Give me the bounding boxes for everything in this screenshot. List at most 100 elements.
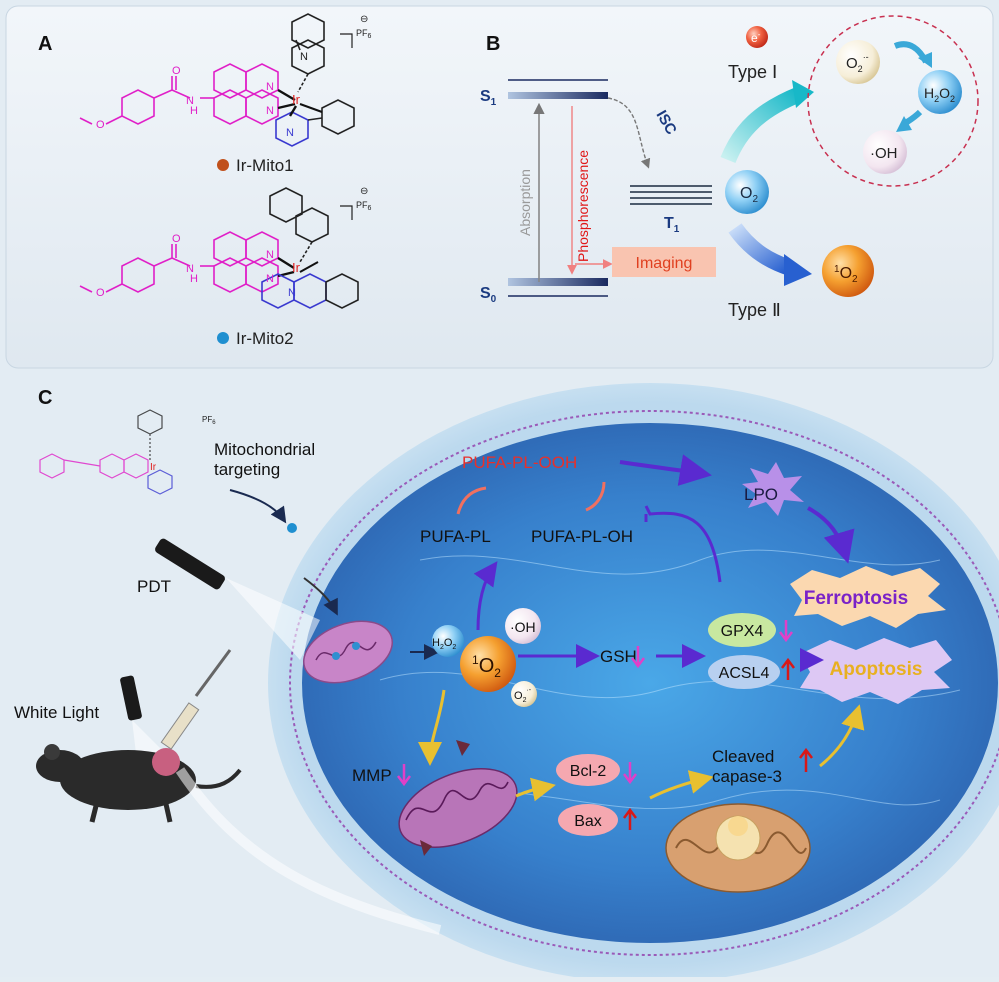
superoxide-sphere (836, 40, 880, 84)
panel-a-label: A (38, 33, 52, 55)
mito-to-bcl2-arrow (515, 777, 556, 802)
cleaved-line2: capase-3 (712, 767, 782, 786)
ooh-to-oh-arrow (585, 481, 606, 512)
bcl2-label: Bcl-2 (570, 763, 607, 780)
s0-level (508, 278, 608, 286)
cleaved-line1: Cleaved (712, 747, 774, 766)
panel-b-label: B (486, 33, 500, 55)
type2-arrow-head (784, 254, 812, 286)
white-light-label: White Light (14, 703, 99, 722)
nucleus-er-icon (665, 803, 811, 893)
type1-ros-circle (807, 15, 979, 187)
ooh-to-lpo-arrow (619, 454, 712, 486)
mmp-down-arrow (397, 764, 411, 787)
lpo-burst (742, 462, 804, 516)
bax-label: Bax (574, 813, 602, 830)
o2-sphere (725, 170, 769, 214)
ir1-o-carbonyl: O (172, 65, 181, 77)
gpx4-inhibition-line (644, 505, 722, 583)
pufa-pl-ooh-label: PUFA-PL-OOH (462, 453, 577, 472)
ir2-bracket (340, 205, 353, 220)
ir1-n-amide: N (186, 95, 194, 107)
superoxide-label: O2·- (846, 52, 869, 74)
caspase-up-arrow (799, 747, 813, 772)
gsh-label: GSH (600, 647, 637, 666)
targeting-arrow (229, 489, 287, 524)
ir2-pf6: PF6 (356, 200, 372, 212)
bcl2-bubble (556, 754, 620, 786)
ir2-n-phen2: N (266, 273, 274, 285)
caspase-to-apoptosis-arrow (819, 704, 865, 768)
free-ir-metal: Ir (150, 462, 157, 473)
bcl2-down-arrow (623, 762, 637, 785)
gsh-down-arrow (631, 646, 645, 669)
type1-arrow (720, 86, 804, 164)
s0-label: S0 (480, 285, 497, 305)
ros-to-pufa-arrow (473, 561, 498, 631)
s1-level (508, 92, 608, 99)
type2-label: Type Ⅱ (728, 300, 781, 320)
ir1-bracket (340, 33, 353, 48)
gpx4-down-arrow (779, 620, 793, 643)
h2o2-sphere (918, 70, 962, 114)
ir2-n-amide: N (186, 263, 194, 275)
o2-label: O2 (740, 185, 758, 205)
cell-singlet-oxygen-sphere (460, 636, 516, 692)
bax-bubble (558, 804, 618, 836)
s1-label: S1 (480, 88, 497, 108)
ir1-n-phen2: N (266, 105, 274, 117)
ir2-n-phen1: N (266, 249, 274, 261)
ir1-h-amide: H (190, 105, 198, 117)
ir-mito1-structure (79, 13, 355, 147)
cell-membrane-inner-line (289, 410, 999, 956)
ir1-n-top: N (300, 51, 308, 63)
ir2-n-blue: N (288, 287, 296, 299)
ir1-n-phen1: N (266, 81, 274, 93)
singlet-oxygen-sphere (822, 245, 874, 297)
ir1-o-methoxy: O (96, 119, 105, 131)
isc-arrow (607, 97, 651, 169)
ir-mito2-dot (217, 332, 229, 344)
cellular-mitochondrion-icon (302, 620, 394, 684)
damaged-mitochondrion-icon (398, 740, 518, 856)
panel-c-label: C (38, 387, 52, 409)
beam-to-cell (175, 767, 442, 935)
h2o2-label: H2O2 (924, 85, 955, 104)
pdt-flashlight-icon (155, 538, 320, 660)
ir1-pf6: PF6 (356, 28, 372, 40)
lpo-to-ferroptosis-arrow (807, 506, 855, 564)
pdt-label: PDT (137, 577, 171, 596)
bax-to-caspase-arrow (649, 770, 714, 800)
syringe-icon (160, 649, 232, 750)
ir-mito1-label: Ir-Mito1 (236, 156, 294, 175)
h2o2-to-hydroxyl-head (896, 116, 912, 132)
ir2-metal: Ir (292, 260, 301, 275)
bax-up-arrow (623, 807, 637, 830)
ir2-charge: ⊖ (360, 186, 368, 197)
hydroxyl-label: ·OH (870, 145, 898, 162)
acsl4-bubble (708, 655, 780, 689)
light-arrow (303, 577, 338, 616)
apoptosis-label: Apoptosis (830, 659, 923, 680)
cell-singlet-oxygen-label: 1O2 (472, 653, 501, 680)
cell-h2o2-sphere (432, 625, 464, 657)
cell-superoxide-label: O2·- (514, 687, 532, 704)
complex-particle (287, 523, 297, 533)
free-ir-pf6: PF6 (202, 415, 216, 426)
acsl4-up-arrow (781, 657, 795, 680)
ferroptosis-burst (790, 566, 946, 628)
cell-superoxide-sphere (511, 681, 537, 707)
ir1-n-blue: N (286, 127, 294, 139)
cell-h2o2-label: H2O2 (432, 637, 456, 651)
electron-sphere (746, 26, 768, 48)
t1-label: T1 (664, 215, 680, 235)
ir1-metal: Ir (292, 92, 301, 107)
superoxide-to-h2o2-head (918, 52, 932, 68)
cell-hydroxyl-label: ·OH (510, 619, 536, 635)
hydroxyl-sphere (863, 130, 907, 174)
gpx4-bubble (708, 613, 776, 647)
ir-mito2-structure (79, 187, 359, 309)
ir2-o-methoxy: O (96, 287, 105, 299)
mito-targeting-line2: targeting (214, 460, 280, 479)
